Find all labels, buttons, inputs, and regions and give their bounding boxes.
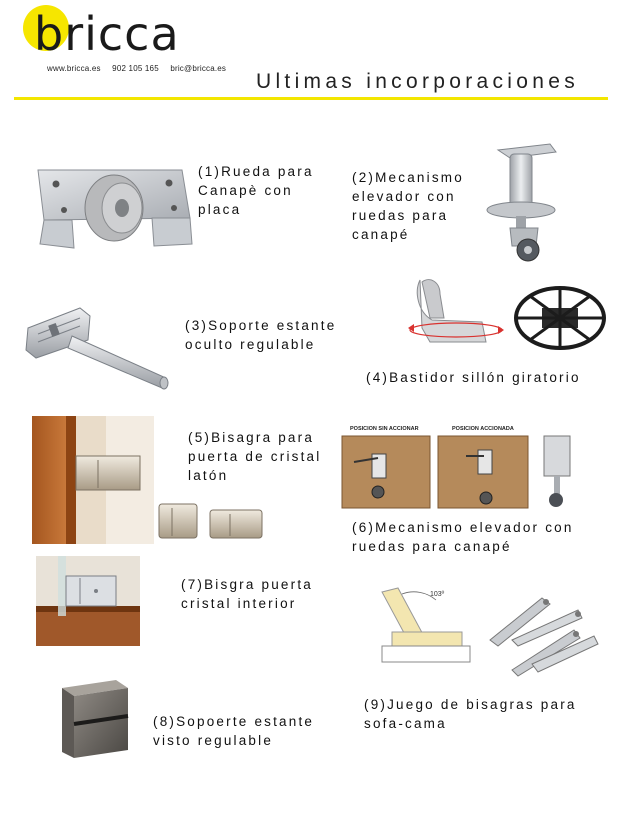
caption-product-1: (1)Rueda para Canapè con placa xyxy=(198,164,314,217)
angle-label: 103º xyxy=(430,591,445,598)
caption-product-3: (3)Soporte estante oculto regulable xyxy=(185,318,337,352)
caption-product-4: (4)Bastidor sillón giratorio xyxy=(366,370,581,385)
caption-product-7: (7)Bisgra puerta cristal interior xyxy=(181,577,313,611)
label-sin-accionar: POSICION SIN ACCIONAR xyxy=(350,426,419,432)
product-image-3-shelf-support xyxy=(25,307,169,390)
page-title: Ultimas incorporaciones xyxy=(256,70,579,93)
brand-logo: bricca xyxy=(34,7,180,61)
caption-product-5: (5)Bisagra para puerta de cristal latón xyxy=(188,430,322,483)
website-link[interactable]: www.bricca.es xyxy=(47,64,101,73)
product-image-6-elevator-diagram: POSICION SIN ACCIONAR POSICION ACCIONADA xyxy=(341,426,571,509)
product-image-8-shelf-cube xyxy=(62,680,129,758)
label-accionada: POSICION ACCIONADA xyxy=(452,426,514,432)
caption-product-9: (9)Juego de bisagras para sofa-cama xyxy=(364,697,577,731)
email-link[interactable]: bric@bricca.es xyxy=(170,64,227,73)
product-image-9-sofa-hinges: 103º xyxy=(381,587,599,677)
product-image-5-glass-hinge xyxy=(32,416,263,544)
header-divider xyxy=(14,97,608,100)
product-image-4-swivel-base xyxy=(408,279,606,350)
contact-info: www.bricca.es 902 105 165 bric@bricca.es xyxy=(47,64,235,73)
product-image-7-interior-hinge xyxy=(36,556,140,646)
caption-product-8: (8)Sopoerte estante visto regulable xyxy=(153,714,315,748)
logo-yellow-circle xyxy=(23,5,69,51)
product-image-1-wheel-plate xyxy=(37,169,193,249)
phone-number: 902 105 165 xyxy=(112,64,159,73)
caption-product-2: (2)Mecanismo elevador con ruedas para ca… xyxy=(352,170,464,242)
caption-product-6: (6)Mecanismo elevador con ruedas para ca… xyxy=(352,520,574,554)
product-image-2-elevator xyxy=(486,143,557,262)
